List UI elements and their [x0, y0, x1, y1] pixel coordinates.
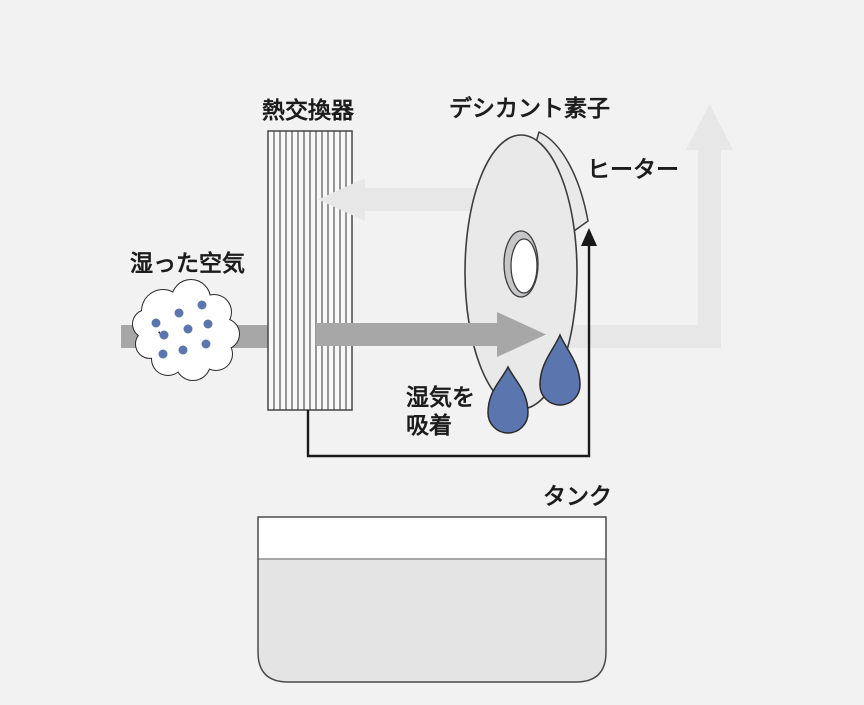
- moisture-dot: [151, 318, 161, 328]
- regeneration-arrowhead: [581, 228, 597, 246]
- absorb-moisture-label-line2: 吸着: [406, 412, 452, 438]
- moisture-dots: [151, 300, 213, 359]
- tank-outline: [257, 516, 607, 683]
- moist-air-cloud: [132, 279, 240, 381]
- regeneration-loop-line: [306, 243, 591, 458]
- moisture-dot: [201, 339, 211, 349]
- tank-label: タンク: [543, 483, 612, 509]
- exhaust-up-arrow: [545, 104, 733, 348]
- moist-air-label: 湿った空気: [130, 250, 245, 276]
- moisture-dot: [174, 308, 184, 318]
- moisture-dot: [159, 330, 169, 340]
- heat-exchanger: [267, 130, 353, 411]
- absorb-moisture-label-line1: 湿気を: [406, 384, 475, 410]
- moisture-dot: [203, 319, 213, 329]
- water-drop: [487, 365, 529, 434]
- water-drops: [487, 333, 581, 434]
- water-drop: [539, 333, 581, 406]
- tank-water: [258, 559, 606, 682]
- wheel-hub-hole: [510, 238, 538, 294]
- moisture-dot: [158, 349, 168, 359]
- moisture-dot: [178, 345, 188, 355]
- moisture-dot: [197, 300, 207, 310]
- airflow-arrow: [316, 312, 546, 357]
- tank: [257, 516, 607, 683]
- heat-exchanger-label: 熱交換器: [262, 97, 355, 123]
- heater-label: ヒーター: [587, 156, 679, 182]
- heat-exchanger-fins: [273, 131, 347, 410]
- desiccant-element-label: デシカント素子: [449, 95, 610, 121]
- moisture-dot: [183, 324, 193, 334]
